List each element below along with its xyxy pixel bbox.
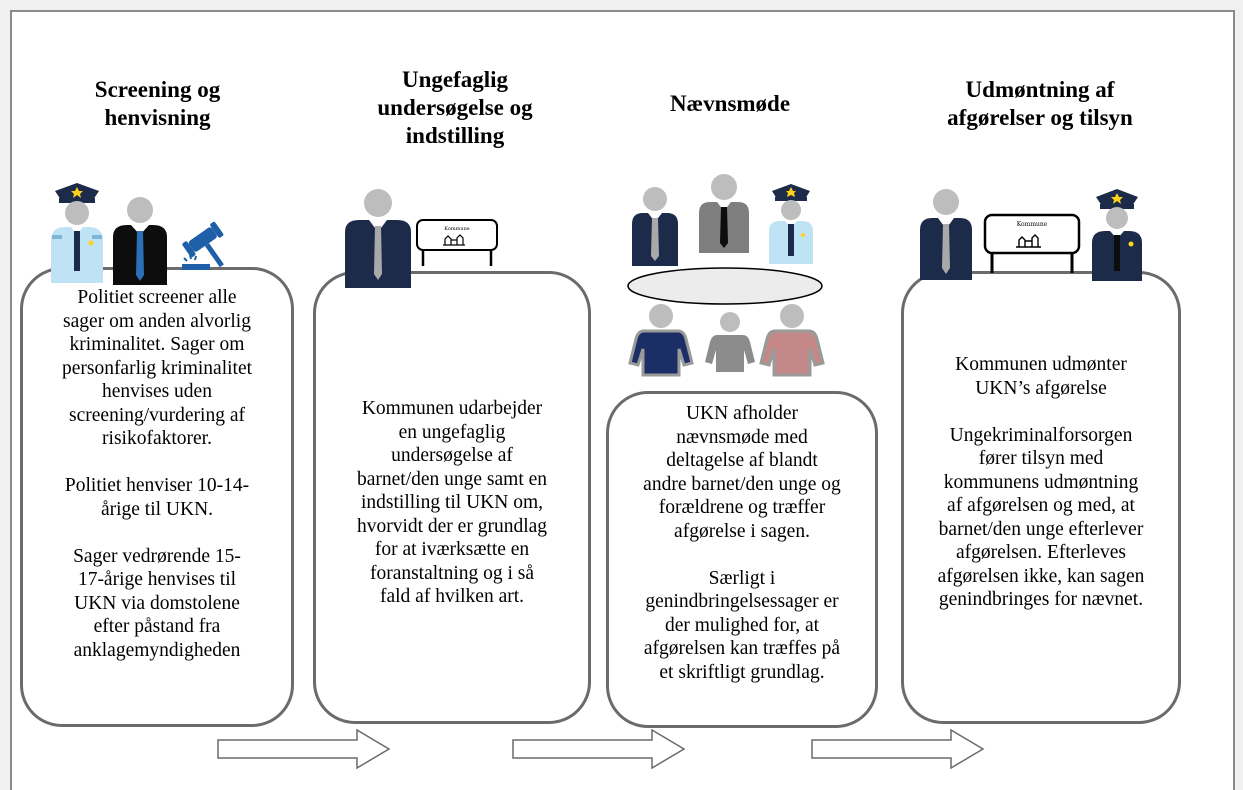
step-3-box — [606, 391, 878, 728]
municipality-sign-icon: Kommune — [416, 219, 498, 266]
step-1-text: Politiet screener alle sager om anden al… — [61, 287, 253, 661]
step-4-text: Kommunen udmønter UKN’s afgørelse Ungekr… — [937, 354, 1145, 610]
parent-icon — [759, 304, 825, 377]
sign-label: Kommune — [1017, 221, 1048, 228]
official-icon — [113, 197, 167, 285]
step-4-box — [901, 271, 1181, 724]
official-icon — [699, 174, 749, 253]
gavel-icon — [182, 221, 224, 270]
step-3-title: Nævnsmøde — [669, 91, 791, 116]
meeting-table-icon — [627, 267, 823, 305]
step-4-title: Udmøntning af afgørelser og tilsyn — [947, 77, 1133, 130]
municipality-sign-icon: Kommune — [983, 213, 1081, 273]
step-1-title: Screening og henvisning — [94, 77, 221, 130]
step-2-box — [313, 271, 591, 724]
step-2-title: Ungefaglig undersøgelse og indstilling — [377, 67, 533, 148]
flow-arrow-3 — [811, 729, 985, 769]
step-3-text: UKN afholder nævnsmøde med deltagelse af… — [643, 403, 841, 683]
flow-arrow-2 — [512, 729, 686, 769]
child-icon — [705, 312, 755, 372]
flow-arrow-1 — [217, 729, 391, 769]
step-1-box — [20, 267, 294, 727]
step-2-text: Kommunen udarbejder en ungefaglig unders… — [356, 398, 548, 607]
official-icon — [632, 187, 678, 266]
child-icon — [628, 304, 694, 377]
police-officer-icon — [1092, 189, 1142, 281]
sign-label: Kommune — [444, 226, 470, 232]
official-icon — [920, 189, 972, 280]
official-icon — [345, 189, 411, 288]
police-officer-icon — [51, 183, 103, 283]
police-officer-icon — [769, 184, 813, 264]
